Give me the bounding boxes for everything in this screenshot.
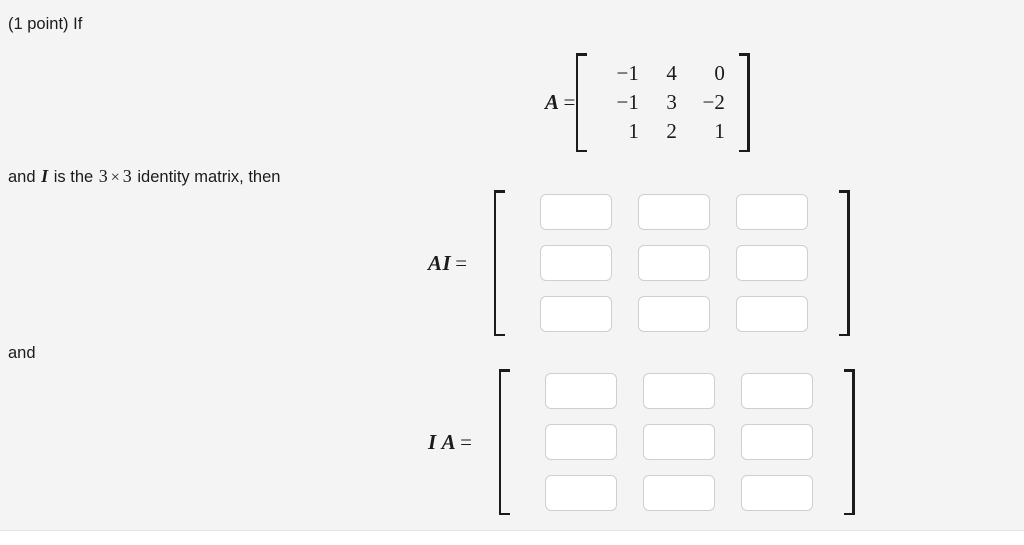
- answer-ia-input-r1c1[interactable]: [544, 373, 617, 409]
- answer-ai-input-r3c3[interactable]: [735, 296, 808, 332]
- answer-ai-input-r3c2[interactable]: [637, 296, 710, 332]
- question-points-line: (1 point) If: [8, 16, 82, 33]
- identity-line-tail: identity matrix, then: [137, 168, 281, 186]
- matrix-a-cell-r2c1: −1: [616, 90, 639, 114]
- answer-ai-input-r2c2[interactable]: [637, 245, 710, 281]
- identity-line-lead: and: [8, 168, 36, 186]
- matrix-a-cell-r3c3: 1: [714, 119, 725, 143]
- answer-ia-label: I A=: [428, 430, 473, 455]
- answer-ia-input-r2c3[interactable]: [740, 424, 813, 460]
- matrix-a-cell-r2c3: −2: [702, 90, 725, 114]
- answer-ia-label-equals: =: [460, 429, 473, 454]
- matrix-a-cell-r3c2: 2: [666, 119, 677, 143]
- answer-ai-input-r3c1[interactable]: [539, 296, 612, 332]
- answer-ai-grid: [508, 190, 836, 336]
- matrix-a-display: A= −1 4 0 −1 3 −2 1 2 1: [545, 53, 750, 152]
- answer-ai-input-r1c2[interactable]: [637, 194, 710, 230]
- points-text: (1 point) If: [8, 15, 83, 33]
- matrix-a-cell-r1c2: 4: [666, 61, 677, 85]
- answer-ia-input-r3c1[interactable]: [544, 475, 617, 511]
- answer-ia-right-bracket: [841, 369, 855, 515]
- identity-matrix-line: and I is the 3×3 identity matrix, then: [8, 167, 280, 186]
- connector-line: and: [8, 345, 36, 362]
- matrix-a-cell-r3c1: 1: [628, 119, 639, 143]
- answer-ai-label: AI=: [428, 251, 468, 276]
- answer-ai-left-bracket: [493, 190, 508, 336]
- answer-ia-input-r2c1[interactable]: [544, 424, 617, 460]
- answer-ia-input-r3c2[interactable]: [642, 475, 715, 511]
- answer-ai-label-var: AI: [428, 250, 452, 275]
- answer-ai-input-r1c1[interactable]: [539, 194, 612, 230]
- matrix-a-grid: −1 4 0 −1 3 −2 1 2 1: [590, 53, 736, 152]
- matrix-a-right-bracket: [736, 53, 750, 152]
- answer-ia-input-r3c3[interactable]: [740, 475, 813, 511]
- matrix-a-label-var: A: [545, 90, 560, 114]
- answer-ai-label-equals: =: [455, 250, 468, 275]
- multiplication-icon: ×: [110, 169, 120, 186]
- matrix-a-cell-r2c2: 3: [666, 90, 677, 114]
- matrix-a-label-equals: =: [563, 90, 576, 114]
- answer-matrix-ai: AI=: [428, 190, 850, 336]
- answer-ia-input-r1c2[interactable]: [642, 373, 715, 409]
- answer-ia-label-var: I A: [428, 429, 457, 454]
- matrix-a-left-bracket: [575, 53, 590, 152]
- answer-ia-left-bracket: [498, 369, 513, 515]
- answer-ai-input-r2c3[interactable]: [735, 245, 808, 281]
- answer-ia-input-r2c2[interactable]: [642, 424, 715, 460]
- identity-line-var: I: [41, 166, 49, 186]
- identity-line-dim-a: 3: [98, 166, 108, 186]
- connector-text: and: [8, 344, 36, 362]
- answer-ia-grid: [513, 369, 841, 515]
- identity-line-mid: is the: [53, 168, 94, 186]
- matrix-a-cell-r1c1: −1: [616, 61, 639, 85]
- answer-matrix-ia: I A=: [428, 369, 855, 515]
- answer-ai-right-bracket: [836, 190, 850, 336]
- answer-ai-input-r2c1[interactable]: [539, 245, 612, 281]
- matrix-a-label: A=: [545, 90, 576, 115]
- answer-ai-input-r1c3[interactable]: [735, 194, 808, 230]
- answer-ia-input-r1c3[interactable]: [740, 373, 813, 409]
- matrix-a-cell-r1c3: 0: [714, 61, 725, 85]
- identity-line-dim-b: 3: [122, 166, 132, 186]
- question-page: (1 point) If A= −1 4 0 −1 3 −2 1 2 1 and…: [0, 0, 1024, 531]
